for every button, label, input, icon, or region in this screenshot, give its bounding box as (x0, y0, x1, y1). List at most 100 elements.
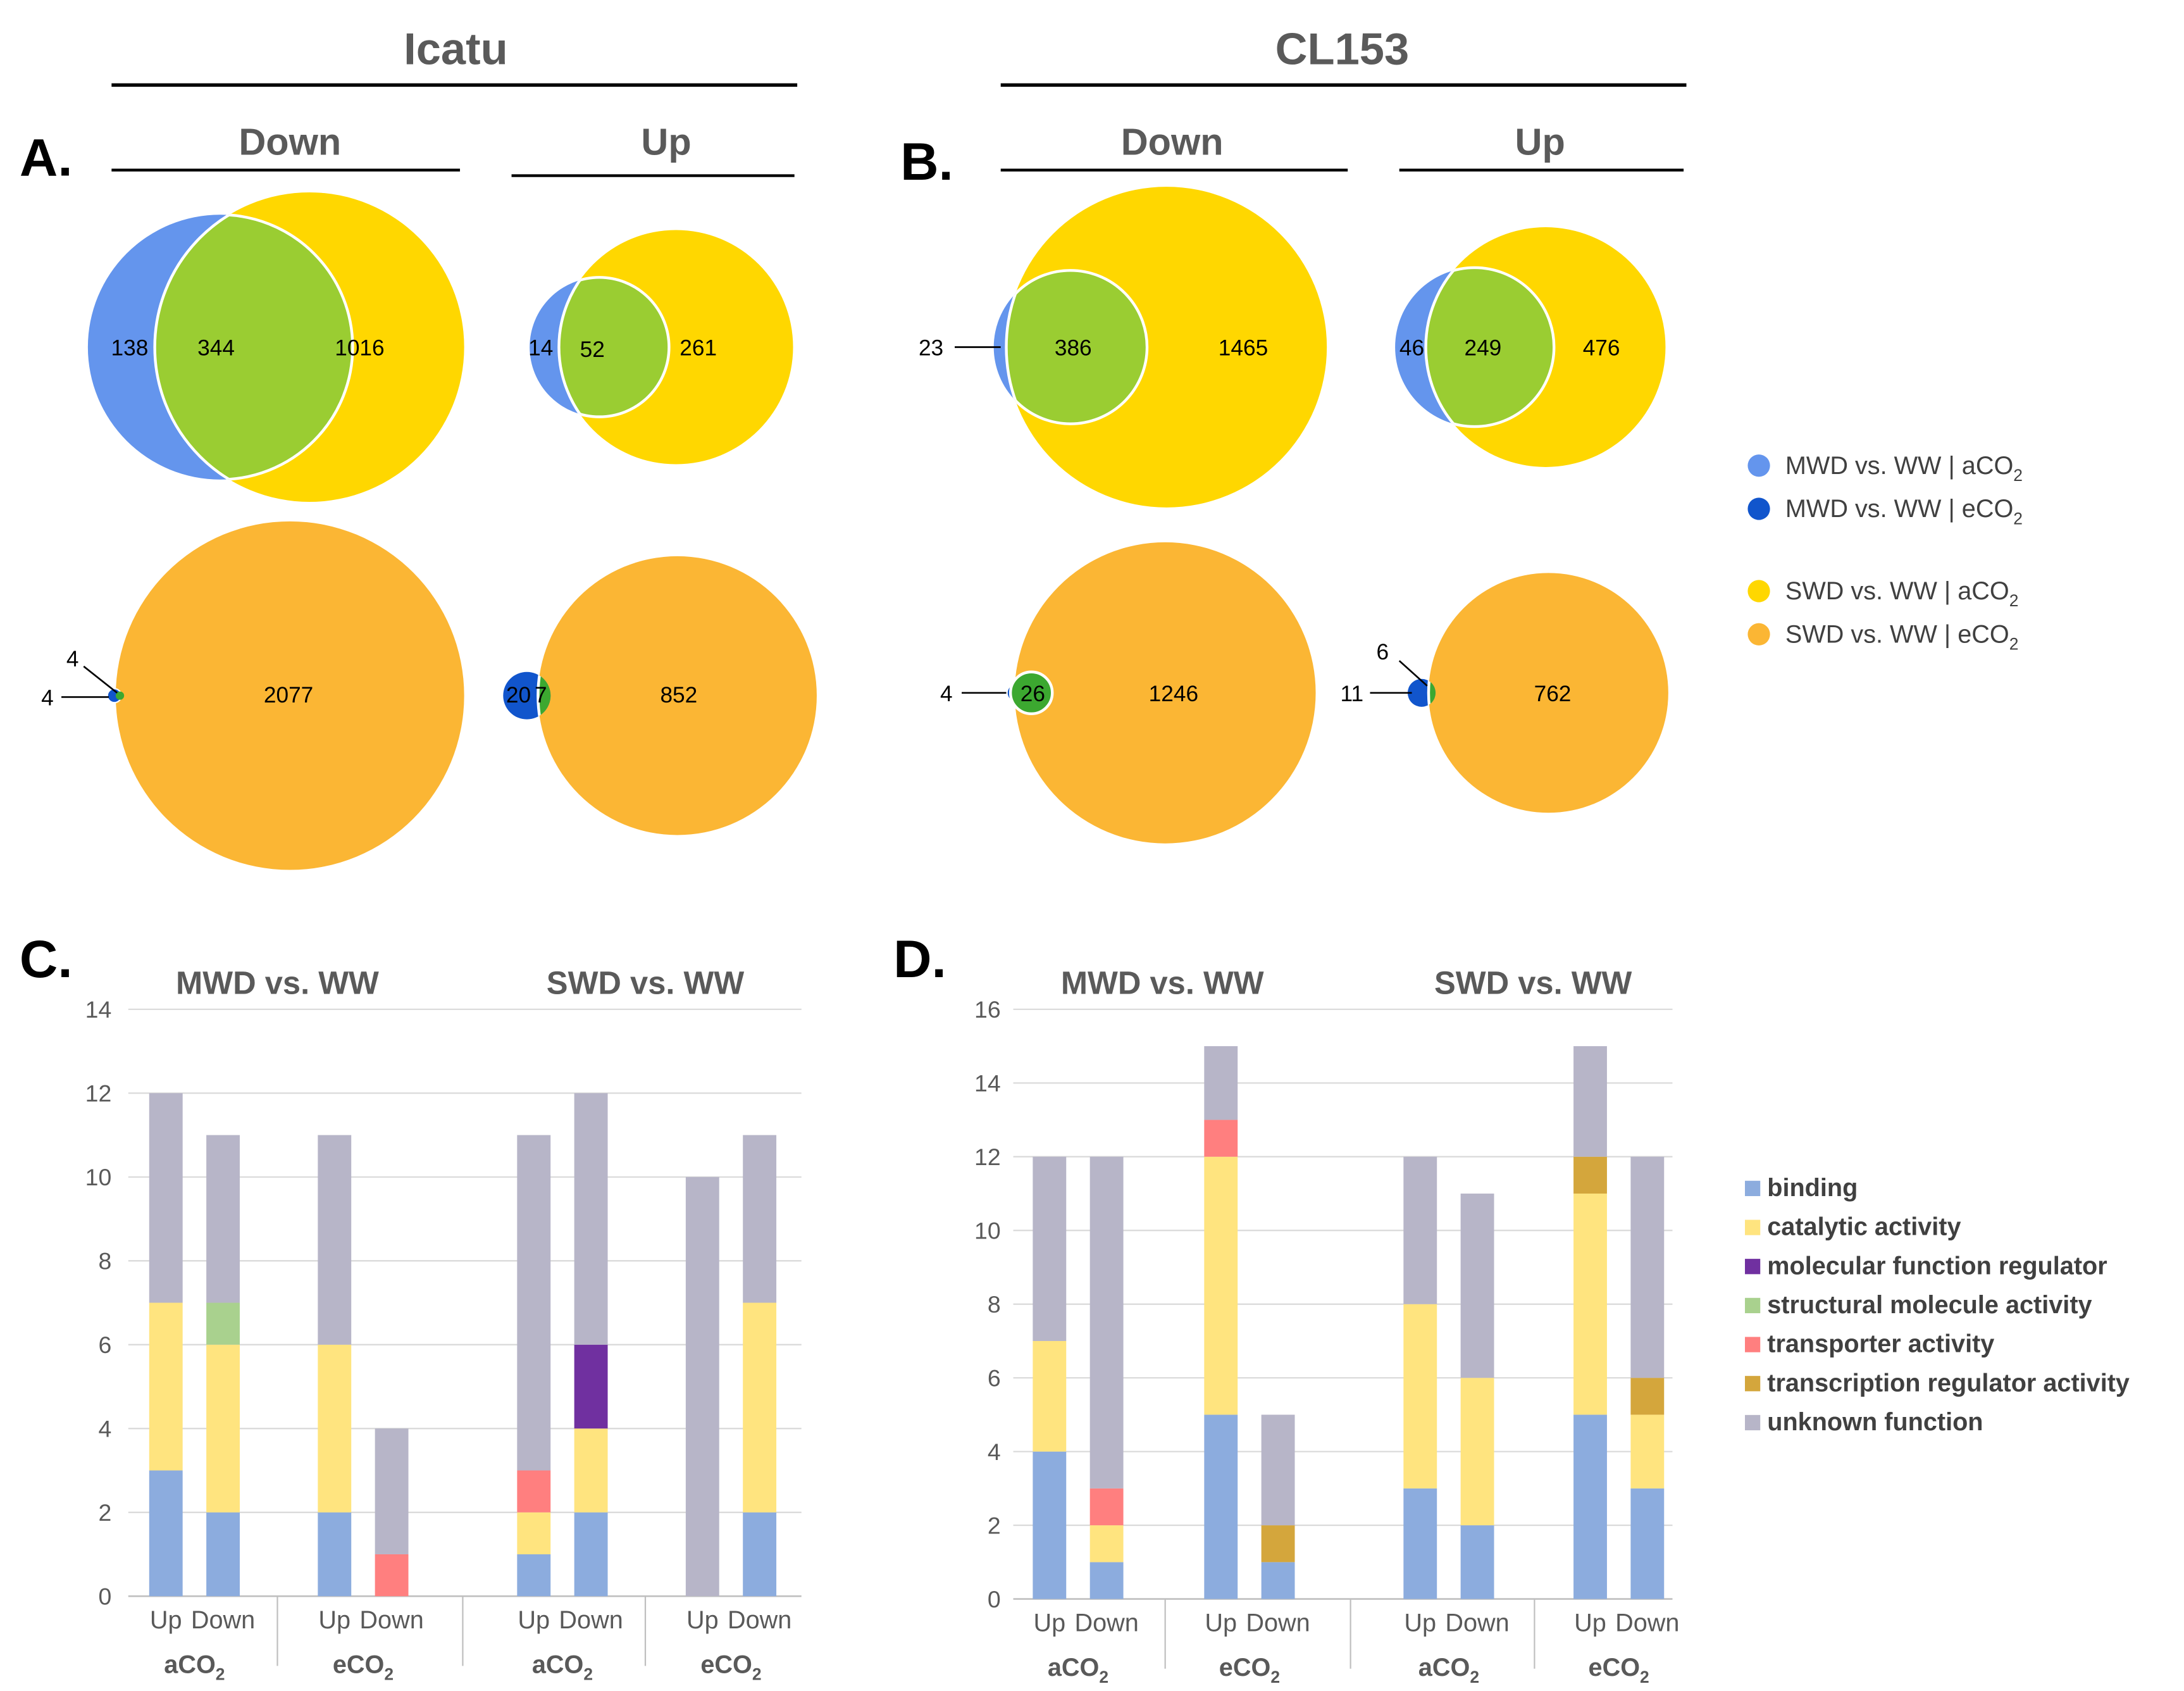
venn-overlap-outline (537, 671, 551, 720)
x-category-label: Up (686, 1606, 719, 1634)
y-tick-label: 14 (974, 1070, 1001, 1097)
venn-circle-swd-eco2 (1428, 573, 1668, 813)
header-cl153: CL153 (1275, 23, 1410, 73)
venn-count-only-swd: 1016 (335, 336, 384, 361)
bar-segment (318, 1512, 352, 1597)
x-category-label: Up (318, 1606, 351, 1634)
x-group-label: eCO2 (1219, 1654, 1280, 1687)
bar-segment (149, 1093, 183, 1303)
venn-count-only-swd: 852 (660, 683, 697, 708)
venn-count-only-swd: 476 (1583, 336, 1620, 361)
venn-icatu-down-eco2: 4 4 2077 (41, 521, 464, 870)
y-tick-label: 12 (85, 1080, 112, 1107)
venn-count-only-mwd: 138 (111, 336, 149, 361)
venn-overlap-outline (153, 215, 353, 480)
venn-cl153-up-aco2: 46 249 476 (1395, 227, 1666, 467)
bar-segment (517, 1512, 551, 1554)
x-category-label: Up (1574, 1609, 1606, 1637)
venn-overlap (1425, 267, 1554, 427)
chart-c-group-title-mwd: MWD vs. WW (176, 965, 379, 1001)
bar-legend-item: structural molecule activity (1745, 1291, 2092, 1319)
legend-swatch (1745, 1180, 1761, 1197)
y-tick-label: 4 (988, 1438, 1001, 1465)
bar-segment (1089, 1156, 1124, 1488)
bar-segment (1460, 1525, 1494, 1599)
y-tick-label: 12 (974, 1144, 1001, 1170)
y-tick-label: 4 (98, 1415, 111, 1442)
y-tick-label: 2 (988, 1512, 1001, 1538)
bar-segment (1630, 1378, 1665, 1415)
bar-segment (1089, 1562, 1124, 1599)
venn-circle-swd-eco2 (115, 521, 464, 870)
icatu-up-header: Up (641, 121, 691, 163)
venn-count-only-swd: 1465 (1219, 336, 1268, 361)
bar-legend-item: transporter activity (1745, 1330, 1994, 1358)
venn-cl153-up-eco2: 11 6 762 (1341, 573, 1668, 813)
bar-segment (1460, 1378, 1494, 1526)
legend-swatch-mwd-eco2 (1747, 497, 1770, 520)
bar-segment (1033, 1156, 1067, 1341)
legend-swatch-mwd-aco2 (1747, 454, 1770, 477)
y-tick-label: 0 (988, 1586, 1001, 1613)
legend-swatch-swd-eco2 (1747, 623, 1770, 646)
x-category-label: Down (359, 1606, 423, 1634)
bar-segment (574, 1093, 608, 1345)
legend-label: molecular function regulator (1767, 1252, 2107, 1280)
chart-d-group-title-mwd: MWD vs. WW (1061, 965, 1264, 1001)
legend-swatch-swd-aco2 (1747, 580, 1770, 602)
bar-segment (1403, 1156, 1437, 1304)
y-tick-label: 14 (85, 996, 112, 1023)
bar-segment (1089, 1488, 1124, 1526)
venn-count-overlap: 6 (1376, 640, 1389, 665)
bar-segment (1630, 1488, 1665, 1599)
bar-segment (743, 1302, 777, 1513)
legend-swatch (1745, 1337, 1761, 1352)
bar-segment (1630, 1414, 1665, 1488)
x-group-label: eCO2 (700, 1650, 761, 1683)
bar-segment (318, 1135, 352, 1345)
x-category-label: Down (1445, 1609, 1509, 1637)
x-group-label: eCO2 (333, 1650, 394, 1683)
bar-segment (1204, 1120, 1238, 1157)
bar-segment (1204, 1414, 1238, 1599)
bar-segment (685, 1176, 719, 1597)
venn-overlap-outline (1425, 266, 1556, 428)
venn-count-overlap: 249 (1464, 336, 1501, 361)
venn-icatu-up-aco2: 14 52 261 (528, 230, 793, 465)
legend-label: MWD vs. WW | eCO2 (1785, 495, 2023, 528)
legend-label: catalytic activity (1767, 1213, 1961, 1241)
venn-overlap (1008, 670, 1054, 716)
venn-icatu-down-aco2: 138 344 1016 (87, 192, 464, 502)
bar-segment (1403, 1488, 1437, 1599)
venn-count-overlap: 386 (1055, 336, 1092, 361)
x-group-label: aCO2 (532, 1650, 593, 1683)
x-group-label: aCO2 (1418, 1654, 1479, 1687)
x-category-label: Down (1246, 1609, 1310, 1637)
bar-segment (1089, 1525, 1124, 1563)
y-tick-label: 8 (98, 1247, 111, 1274)
bar-segment (1573, 1194, 1607, 1415)
bar-segment (1630, 1156, 1665, 1378)
venn-cl153-down-eco2: 4 26 1246 (940, 542, 1316, 844)
bar-segment (574, 1512, 608, 1597)
bar-segment (1573, 1046, 1607, 1157)
legend-label: structural molecule activity (1767, 1291, 2092, 1319)
venn-overlap (154, 215, 353, 480)
bar-segment (1204, 1156, 1238, 1415)
venn-overlap-outline (1424, 267, 1554, 427)
venn-legend: MWD vs. WW | aCO2 MWD vs. WW | eCO2 SWD … (1747, 452, 2023, 654)
venn-count-only-mwd: 20 (506, 683, 531, 708)
bar-legend-item: transcription regulator activity (1745, 1369, 2130, 1397)
venn-circle-swd-aco2 (1006, 187, 1327, 508)
bar-segment (149, 1470, 183, 1597)
venn-overlap (559, 277, 669, 417)
legend-swatch (1745, 1220, 1761, 1235)
x-category-label: Up (150, 1606, 182, 1634)
bar-segment (517, 1554, 551, 1597)
venn-overlap-outline (1006, 269, 1149, 425)
